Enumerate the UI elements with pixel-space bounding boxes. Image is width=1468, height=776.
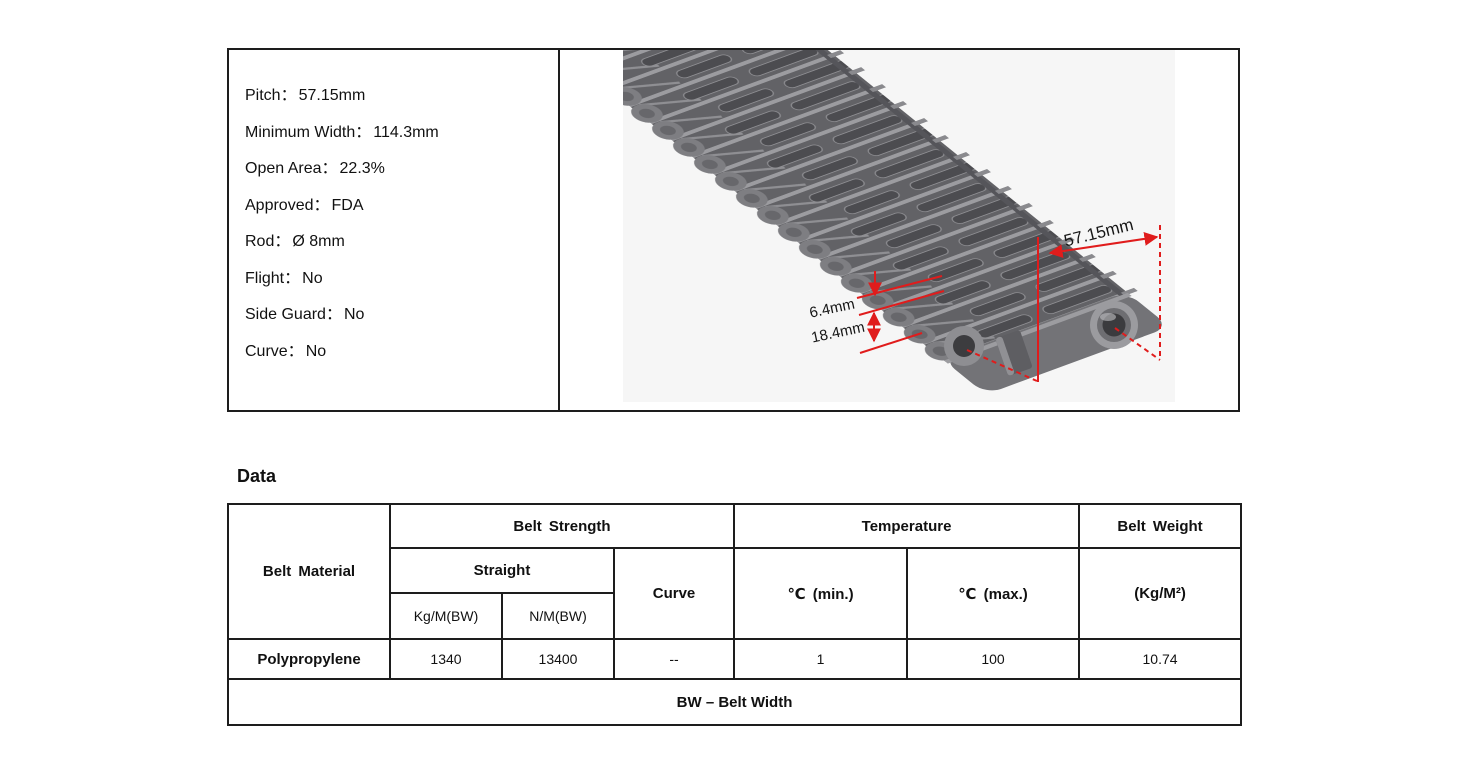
- cell-curve: --: [612, 638, 736, 680]
- spec-label: Side Guard：: [245, 306, 342, 323]
- table-footnote: BW – Belt Width: [226, 678, 1243, 726]
- cell-temp-min: 1: [733, 638, 909, 680]
- header-temperature: Temperature: [733, 503, 1081, 549]
- spec-label: Rod：: [245, 233, 291, 250]
- spec-value: No: [343, 306, 365, 323]
- belt-hinge-knuckles: [623, 50, 966, 365]
- spec-row-side-guard: Side Guard： No: [245, 297, 439, 334]
- spec-value: 114.3mm: [373, 123, 439, 141]
- panel-divider: [558, 50, 560, 410]
- spec-row-curve: Curve： No: [245, 334, 439, 371]
- spec-row-pitch: Pitch： 57.15mm: [245, 78, 439, 115]
- spec-label: Minimum Width：: [245, 123, 372, 141]
- cell-temp-max: 100: [906, 638, 1081, 680]
- cell-strength-kg: 1340: [389, 638, 503, 680]
- header-temp-min: ℃ (min.): [733, 547, 909, 640]
- spec-label: Open Area：: [245, 160, 338, 177]
- cell-strength-n: 13400: [501, 638, 615, 680]
- spec-row-approved: Approved： FDA: [245, 188, 439, 225]
- header-straight: Straight: [389, 547, 615, 594]
- spec-row-open-area: Open Area： 22.3%: [245, 151, 439, 188]
- header-belt-weight: Belt Weight: [1078, 503, 1243, 549]
- spec-label: Curve：: [245, 342, 304, 360]
- table-row: Polypropylene 1340 13400 -- 1 100 10.74: [227, 638, 1243, 680]
- spec-label: Approved：: [245, 196, 330, 214]
- spec-label: Flight：: [245, 269, 301, 287]
- spec-value: No: [305, 342, 327, 360]
- spec-label: Pitch：: [245, 87, 297, 104]
- spec-value: Ø 8mm: [292, 233, 345, 250]
- cell-weight: 10.74: [1078, 638, 1243, 680]
- spec-value: 22.3%: [339, 160, 385, 177]
- spec-panel: Pitch： 57.15mm Minimum Width： 114.3mm Op…: [227, 48, 1240, 412]
- projection-dash-right: [1114, 327, 1161, 361]
- belt-data-table: Belt Material Belt Strength Temperature …: [226, 503, 1243, 726]
- header-belt-weight-unit: (Kg/M²): [1078, 547, 1243, 640]
- spec-value: No: [302, 269, 323, 287]
- belt-edge-teeth: [673, 50, 1138, 296]
- spec-value: FDA: [331, 196, 364, 214]
- rib-ref-line-2: [858, 290, 945, 316]
- belt-image-area: 57.15mm 6.4mm 18.4mm: [623, 50, 1175, 402]
- header-belt-strength: Belt Strength: [388, 503, 736, 549]
- cell-material: Polypropylene: [227, 638, 391, 680]
- data-section-heading: Data: [237, 466, 277, 486]
- spec-list: Pitch： 57.15mm Minimum Width： 114.3mm Op…: [245, 78, 439, 370]
- header-temp-max: ℃ (max.): [906, 547, 1081, 640]
- belt-render: 57.15mm 6.4mm 18.4mm: [623, 50, 1175, 402]
- spec-value: 57.15mm: [298, 87, 366, 104]
- header-curve: Curve: [612, 547, 736, 640]
- spec-row-flight: Flight： No: [245, 261, 439, 298]
- header-strength-n: N/M(BW): [501, 592, 615, 640]
- belt-tab: [996, 330, 1032, 376]
- header-belt-material: Belt Material: [227, 503, 391, 640]
- pitch-dimension-arrow: [1048, 231, 1159, 259]
- header-strength-kg: Kg/M(BW): [389, 592, 503, 640]
- thickness-ref-line: [859, 332, 923, 354]
- spec-row-rod: Rod： Ø 8mm: [245, 224, 439, 261]
- projection-dash-left: [966, 349, 1038, 382]
- spec-row-minimum-width: Minimum Width： 114.3mm: [245, 115, 439, 152]
